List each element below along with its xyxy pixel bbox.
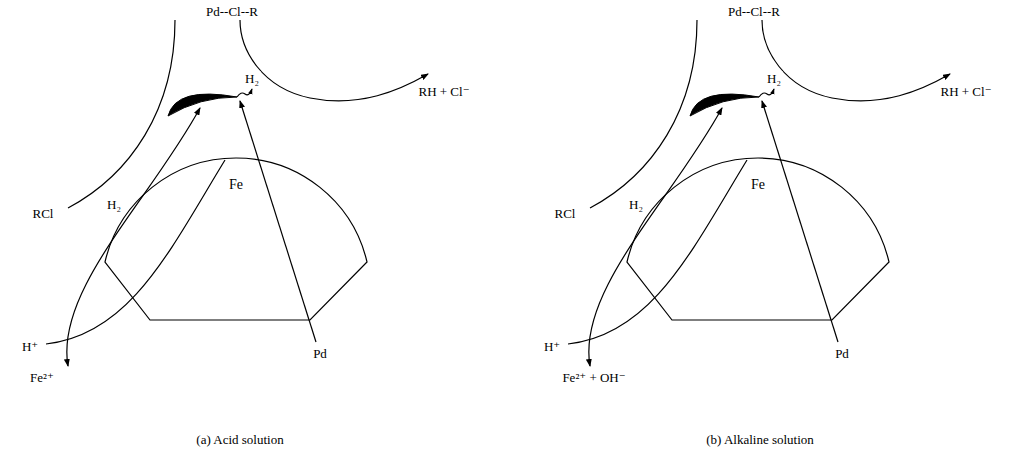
- hydrogen-release-arrow: [759, 89, 774, 97]
- product-label: RH + Cl⁻: [416, 85, 471, 100]
- pd-pointer-arrow: [762, 101, 838, 342]
- gas-label: H₂: [627, 198, 645, 213]
- reactant-complex-label: Pd--Cl--R: [204, 5, 260, 20]
- pd-deposit: [168, 94, 237, 116]
- metal-label: Pd: [311, 347, 329, 362]
- hydrogen-iron-double-arrow: [67, 108, 200, 366]
- ion-label: Fe²⁺: [28, 371, 56, 386]
- gas-label: H₂: [765, 72, 783, 87]
- reactant-label: RCl: [31, 207, 56, 222]
- particle-label: Fe: [229, 177, 243, 193]
- ion-label: H⁺: [20, 340, 40, 355]
- particle-outline: [103, 95, 369, 323]
- iron-particle: Fe: [103, 95, 369, 323]
- gas-label: H₂: [105, 198, 123, 213]
- metal-label: Pd: [833, 347, 851, 362]
- particle-outline: [625, 95, 891, 323]
- hydrogen-iron-double-arrow: [589, 108, 722, 366]
- reactant-complex-label: Pd--Cl--R: [726, 5, 782, 20]
- iron-particle: Fe: [625, 95, 891, 323]
- product-label: RH + Cl⁻: [938, 85, 993, 100]
- ion-label: Fe²⁺ + OH⁻: [560, 371, 627, 386]
- panel-caption: (a) Acid solution: [194, 433, 285, 448]
- funnel-left-wall: [590, 20, 697, 208]
- funnel-right-product-arrow: [240, 20, 428, 101]
- ion-label: H⁺: [542, 340, 562, 355]
- hydrogen-release-arrow: [237, 89, 252, 97]
- funnel-left-wall: [68, 20, 175, 208]
- pd-deposit: [690, 94, 759, 116]
- funnel-right-product-arrow: [762, 20, 950, 101]
- panel-illustration: [568, 20, 950, 366]
- panel-illustration: [46, 20, 428, 366]
- panel-caption: (b) Alkaline solution: [704, 433, 816, 448]
- reactant-label: RCl: [553, 207, 578, 222]
- particle-label: Fe: [751, 177, 765, 193]
- gas-label: H₂: [243, 72, 261, 87]
- pd-pointer-arrow: [240, 101, 316, 342]
